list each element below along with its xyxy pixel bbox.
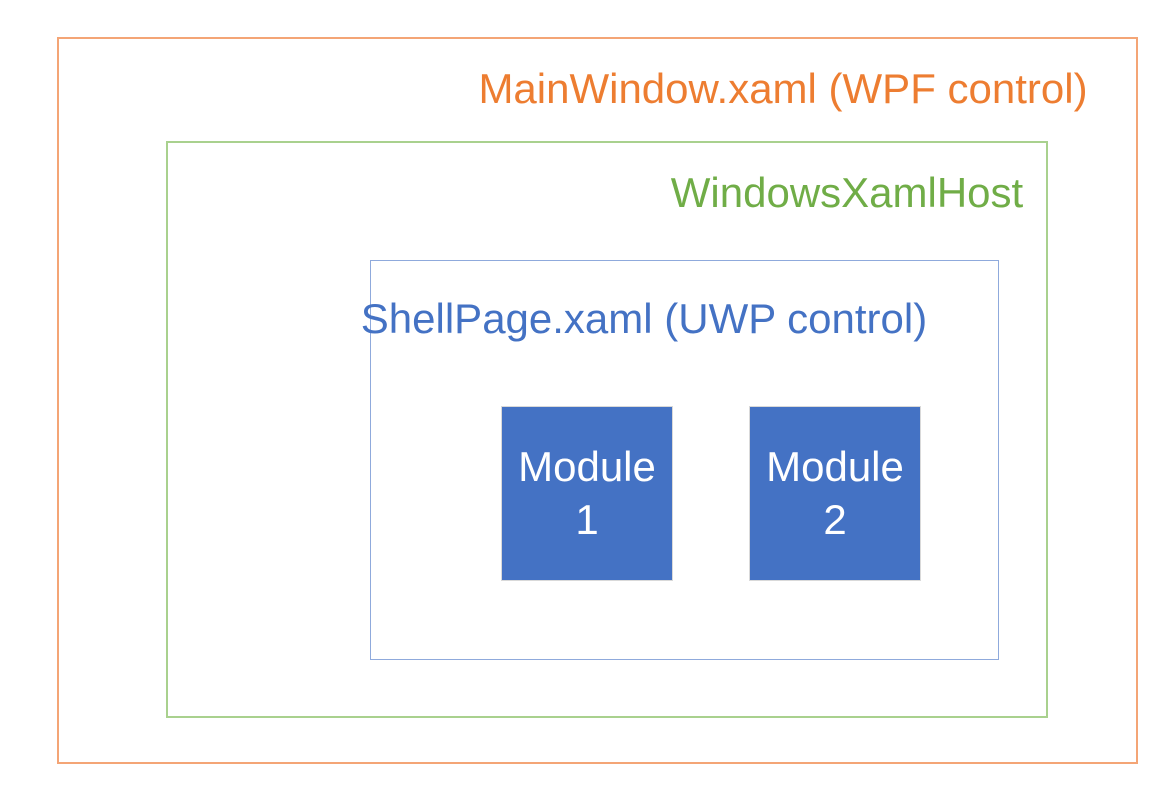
mainwindow-wpf-box	[57, 37, 1138, 764]
windows-xaml-host-label: WindowsXamlHost	[670, 169, 1024, 216]
module-1-label-line2: 1	[575, 495, 599, 543]
windows-xaml-host-box	[166, 141, 1048, 718]
module-2-label-line1: Module	[766, 443, 904, 491]
module-1-box: Module 1	[501, 406, 673, 581]
mainwindow-wpf-label: MainWindow.xaml (WPF control)	[478, 65, 1088, 112]
shellpage-uwp-label: ShellPage.xaml (UWP control)	[360, 295, 928, 342]
shellpage-uwp-box	[370, 260, 999, 660]
module-1-label-line1: Module	[518, 443, 656, 491]
module-2-label-line2: 2	[823, 495, 847, 543]
module-2-box: Module 2	[749, 406, 921, 581]
